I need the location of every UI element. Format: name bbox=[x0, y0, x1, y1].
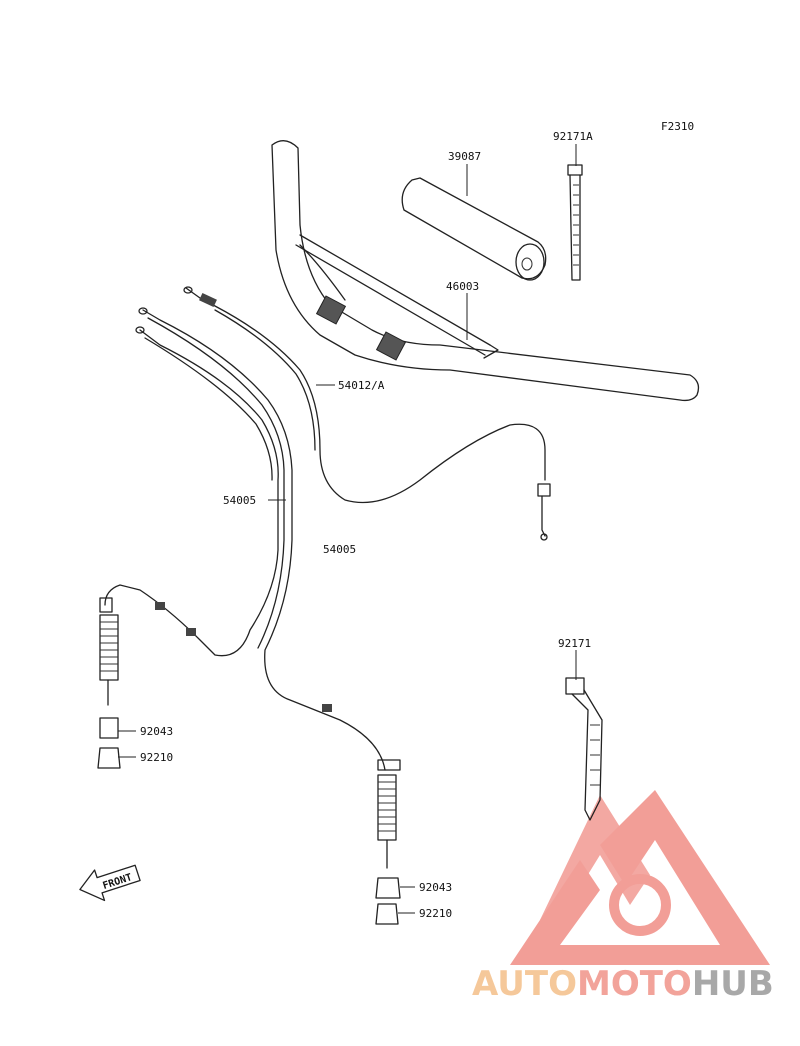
watermark-text-auto: AUTO bbox=[472, 964, 577, 1004]
watermark-text-moto: MOTO bbox=[577, 964, 692, 1004]
watermark-text-hub: HUB bbox=[692, 964, 774, 1004]
watermark-triangle bbox=[510, 790, 770, 965]
label-cap-left: 92043 bbox=[140, 725, 173, 738]
label-cap-right: 92043 bbox=[419, 881, 452, 894]
right-adjuster-drawing bbox=[375, 759, 401, 925]
watermark-text: AUTOMOTOHUB bbox=[472, 964, 774, 1004]
watermark-logo bbox=[510, 790, 770, 965]
figure-code: F2310 bbox=[661, 120, 694, 133]
label-brake-cable-left: 54005 bbox=[223, 494, 256, 507]
label-grip: 39087 bbox=[448, 150, 481, 163]
tie-band-drawing bbox=[565, 677, 603, 821]
label-handlebar: 46003 bbox=[446, 280, 479, 293]
label-tie-band: 92171 bbox=[558, 637, 591, 650]
label-boot-right: 92210 bbox=[419, 907, 452, 920]
left-adjuster-drawing bbox=[97, 597, 121, 769]
label-tie-band-a: 92171A bbox=[553, 130, 593, 143]
tie-band-a-drawing bbox=[567, 164, 583, 281]
label-brake-cable-right: 54005 bbox=[323, 543, 356, 556]
handlebar-drawing bbox=[271, 140, 700, 402]
label-boot-left: 92210 bbox=[140, 751, 173, 764]
front-arrow: FRONT bbox=[79, 864, 141, 902]
leader-lines bbox=[118, 144, 577, 914]
throttle-cable-drawing bbox=[183, 286, 551, 541]
label-throttle-cable: 54012/A bbox=[338, 379, 385, 392]
brake-cables-drawing bbox=[104, 307, 386, 771]
grip-drawing bbox=[401, 177, 547, 281]
